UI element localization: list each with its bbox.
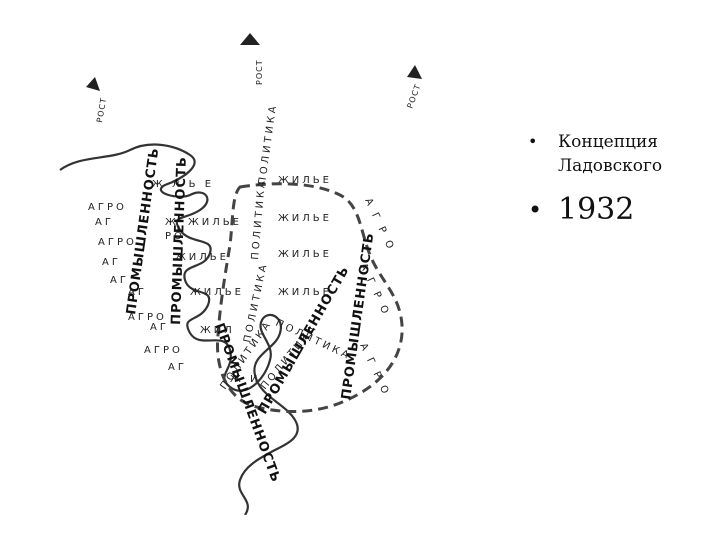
bullet-concept: Концепция Ладовского xyxy=(528,130,708,178)
svg-text:ЖИЛЬЕ: ЖИЛЬЕ xyxy=(190,287,244,298)
politics-labels: ПОЛИТИКА ПОЛИТИКА ПОЛИТИКА ПОЛИТИКА ПОЛИ… xyxy=(218,103,352,392)
svg-text:Ж И: Ж И xyxy=(230,374,260,385)
svg-text:ПОЛИТИКА: ПОЛИТИКА xyxy=(250,178,268,261)
svg-text:АГРО: АГРО xyxy=(98,237,137,248)
slide-bullets: Концепция Ладовского 1932 xyxy=(528,130,708,230)
housing-labels: Ж Л Ь Е ЖИЛЬЕ Ж РО ЖИЛЬЕ ЖИЛЬЕ ЖИЛЬЕ ЖИЛ… xyxy=(152,175,332,385)
svg-text:РОСТ: РОСТ xyxy=(405,83,422,110)
svg-text:АГ: АГ xyxy=(128,287,147,298)
ladovsky-concept-diagram: РОСТ РОСТ РОСТ Ж Л Ь Е ЖИЛЬЕ Ж РО ЖИЛЬЕ … xyxy=(59,33,423,515)
svg-text:РОСТ: РОСТ xyxy=(255,59,264,85)
svg-text:АГРО: АГРО xyxy=(144,345,183,356)
growth-arrow-north: РОСТ xyxy=(240,33,264,85)
svg-text:ПОЛИТИКА: ПОЛИТИКА xyxy=(257,103,279,186)
svg-text:ЖИЛЬЕ: ЖИЛЬЕ xyxy=(188,217,242,228)
svg-text:АГ: АГ xyxy=(168,362,187,373)
svg-text:АГ: АГ xyxy=(110,275,129,286)
growth-arrow-northwest: РОСТ xyxy=(86,77,108,123)
svg-text:Ж Л Ь Е: Ж Л Ь Е xyxy=(152,179,214,190)
bullet-year: 1932 xyxy=(528,190,708,230)
svg-text:АГ: АГ xyxy=(95,217,114,228)
svg-text:АГ: АГ xyxy=(150,322,169,333)
svg-text:ЖИЛЬЕ: ЖИЛЬЕ xyxy=(278,175,332,186)
svg-text:ЖИЛ: ЖИЛ xyxy=(200,325,235,336)
svg-text:РО: РО xyxy=(165,231,185,242)
svg-text:АГ: АГ xyxy=(102,257,121,268)
svg-text:ЖИЛЬЕ: ЖИЛЬЕ xyxy=(278,287,332,298)
svg-text:Ж: Ж xyxy=(165,217,179,228)
svg-text:РОСТ: РОСТ xyxy=(95,97,108,124)
growth-arrow-northeast: РОСТ xyxy=(405,65,423,110)
svg-text:ЖИЛЬЕ: ЖИЛЬЕ xyxy=(278,213,332,224)
city-boundary-dashed xyxy=(215,182,404,413)
river xyxy=(59,143,299,515)
svg-text:ЖИЛЬЕ: ЖИЛЬЕ xyxy=(175,252,229,263)
svg-text:АГРО: АГРО xyxy=(88,202,127,213)
svg-text:ЖИЛЬЕ: ЖИЛЬЕ xyxy=(278,249,332,260)
svg-text:АГРО: АГРО xyxy=(128,312,167,323)
svg-text:ПРОМЫШЛЕННОСТЬ: ПРОМЫШЛЕННОСТЬ xyxy=(169,156,190,325)
